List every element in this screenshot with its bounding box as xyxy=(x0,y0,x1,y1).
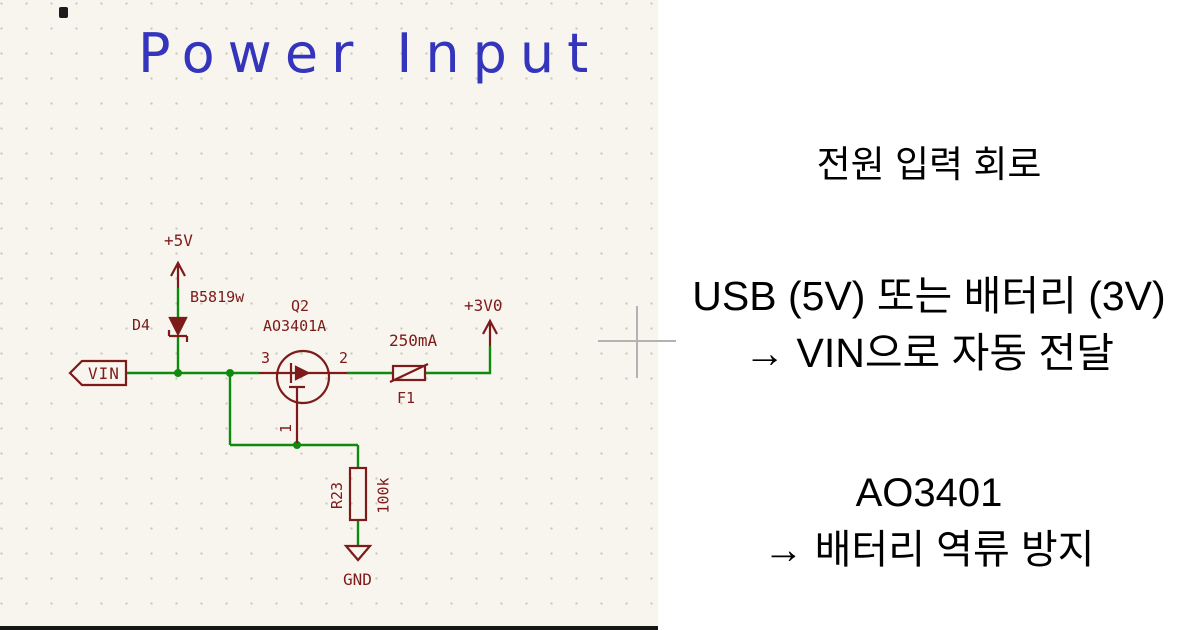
annotation-block-ao3401: AO3401 → 배터리 역류 방지 xyxy=(658,465,1200,579)
wire-fuse-to-3v0 xyxy=(425,346,492,375)
junction-dot xyxy=(226,369,234,377)
power-flag-5v-label: +5V xyxy=(164,231,193,250)
annotation-line-vin-auto: → VIN으로 자동 전달 xyxy=(744,330,1114,377)
sheet-mark xyxy=(59,7,68,18)
q2-pin2-number: 2 xyxy=(339,349,349,367)
vin-net-label: VIN xyxy=(88,364,120,383)
schematic-title: Power Input xyxy=(138,22,602,85)
schematic-canvas: Power Input +5V B5819w D4 Q2 AO3401A 3 2… xyxy=(0,0,658,630)
q2-pin1-number: 1 xyxy=(277,423,296,434)
power-flag-3v0-label: +3V0 xyxy=(464,296,503,315)
diode-d4-symbol xyxy=(167,316,189,342)
junction-dots xyxy=(174,369,301,449)
r23-value-label: 100k xyxy=(374,477,393,514)
d4-ref-label: D4 xyxy=(132,316,151,334)
gnd-label: GND xyxy=(343,570,372,589)
gnd-symbol xyxy=(343,544,373,562)
mosfet-pins xyxy=(259,371,347,443)
f1-value-label: 250mA xyxy=(389,331,438,350)
power-arrow-5v xyxy=(170,260,186,288)
annotation-line-usb-battery: USB (5V) 또는 배터리 (3V) xyxy=(692,273,1166,319)
q2-ref-label: Q2 xyxy=(291,297,310,315)
annotation-block-power-sources: USB (5V) 또는 배터리 (3V) → VIN으로 자동 전달 xyxy=(658,268,1200,383)
schematic-drawing xyxy=(68,260,498,562)
d4-value-label: B5819w xyxy=(190,288,245,306)
junction-dot xyxy=(174,369,182,377)
annotation-panel: 전원 입력 회로 USB (5V) 또는 배터리 (3V) → VIN으로 자동… xyxy=(658,0,1200,630)
annotation-line-reverse-protection: → 배터리 역류 방지 xyxy=(763,527,1095,572)
mosfet-q2-symbol xyxy=(275,349,331,405)
symbols xyxy=(68,260,498,562)
annotation-line-ao3401: AO3401 xyxy=(855,470,1003,515)
annotation-heading: 전원 입력 회로 xyxy=(816,144,1042,185)
resistor-r23-symbol xyxy=(348,466,368,522)
junction-dot xyxy=(293,441,301,449)
q2-pin3-number: 3 xyxy=(261,349,271,367)
q2-value-label: AO3401A xyxy=(263,317,327,335)
vin-global-label-shape xyxy=(68,359,128,387)
f1-ref-label: F1 xyxy=(397,389,416,407)
fuse-f1-symbol xyxy=(389,363,429,383)
power-arrow-3v0 xyxy=(482,318,498,346)
r23-ref-label: R23 xyxy=(328,481,347,510)
